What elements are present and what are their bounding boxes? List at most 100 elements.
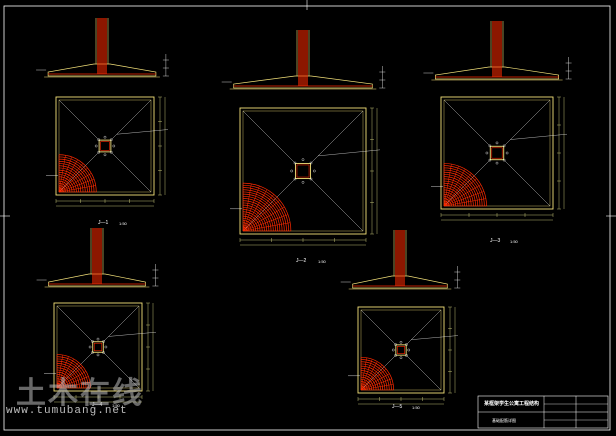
rebar-fan-arc [56, 380, 65, 389]
plan-slope-line [496, 99, 551, 154]
rebar-fan-arc [56, 376, 69, 389]
column-bar-dot [502, 144, 506, 148]
column-stirrup [491, 147, 503, 159]
rebar-fan-arc [360, 374, 377, 391]
column-bar-dot [102, 340, 105, 343]
column-stirrup [100, 141, 110, 151]
plan-slope-line [443, 99, 498, 154]
rebar-fan-arc [58, 178, 73, 193]
rebar-fan-arc [242, 189, 285, 232]
plan-slope-line [496, 152, 551, 207]
column-bar-dot [293, 177, 297, 181]
plan-slope-line [97, 305, 140, 348]
rebar-fan-arc [443, 189, 461, 207]
rebar-fan-ray [443, 165, 459, 207]
plan-slope-line [302, 110, 364, 172]
footing-section-outline [47, 63, 157, 77]
scale-label-j1: 1:50 [119, 221, 127, 226]
plan-slope-line [58, 99, 106, 147]
rebar-fan-arc [56, 369, 76, 389]
column-bar-dot [301, 158, 305, 161]
rebar-fan-arc [242, 215, 259, 232]
plan-slope-line [242, 170, 304, 232]
column-bar-dot [399, 356, 403, 360]
column-bar-dot [309, 161, 313, 165]
rebar-fan-ray [242, 194, 274, 232]
column-bar-dot [309, 177, 313, 181]
column-bar-dot [104, 345, 108, 349]
scale-label-j3: 1:50 [510, 239, 518, 244]
rebar-fan-arc [443, 193, 457, 207]
rebar-fan-arc [58, 165, 86, 193]
footing-detail-4 [36, 228, 159, 403]
plan-slope-line [56, 305, 99, 348]
rebar-fan-arc [58, 180, 71, 193]
column-bar-dot [96, 353, 100, 357]
footing-section-outline [435, 66, 559, 80]
column-bar-dot [407, 348, 411, 352]
column-bar-dot [394, 343, 397, 346]
rebar-fan-arc [443, 187, 463, 207]
rebar-fan-arc [58, 185, 66, 193]
plan-slope-line [400, 349, 442, 391]
column-bar-dot [109, 150, 113, 154]
rebar-fan-ray [58, 163, 84, 193]
rebar-fan-ray [242, 200, 280, 232]
rebar-fan-arc [58, 176, 75, 193]
column-bar-dot [109, 138, 113, 142]
rebar-fan-ray [443, 184, 481, 207]
rebar-fan-arc [443, 171, 479, 207]
footing-detail-5 [340, 230, 461, 405]
section-label-j3: J—3 [490, 238, 501, 244]
rebar-fan-ray [56, 358, 74, 389]
rebar-fan-arc [360, 363, 388, 391]
column-section [395, 344, 407, 356]
section-label-j1: J—1 [98, 220, 109, 226]
rebar-fan-arc [58, 172, 79, 193]
plan-outline-outer [239, 107, 367, 235]
rebar-fan-arc [443, 180, 470, 207]
rebar-fan-ray [242, 185, 260, 232]
rebar-fan-arc [360, 356, 395, 391]
column-section [98, 139, 112, 153]
column-bar-dot [91, 340, 94, 343]
rebar-fan-arc [360, 378, 373, 391]
rebar-fan-arc [360, 365, 386, 391]
column-bar-dot [399, 340, 403, 344]
rebar-fan-ray [443, 178, 477, 207]
column-bar-dot [96, 337, 100, 341]
column-bar-dot [405, 343, 408, 346]
rebar-fan-ray [443, 164, 452, 207]
rebar-fan-ray [58, 167, 88, 193]
column-stirrup [296, 164, 310, 178]
rebar-fan-ray [58, 155, 66, 193]
rebar-fan-arc [443, 198, 452, 207]
rebar-fan-arc [443, 185, 465, 207]
rebar-fan-ray [443, 191, 485, 207]
column-bar-dot [495, 141, 499, 145]
rebar-fan-arc [56, 360, 85, 389]
rebar-fan-ray [360, 373, 390, 391]
column-bar-dot [488, 144, 492, 148]
column-bar-dot [394, 354, 397, 357]
column-bar-dot [97, 150, 101, 154]
column-bar-dot [103, 153, 107, 157]
rebar-fan-ray [360, 368, 387, 391]
footing-section-outline [233, 75, 373, 89]
rebar-fan-arc [56, 382, 63, 389]
rebar-fan-arc [360, 367, 384, 391]
rebar-fan-arc [58, 158, 93, 193]
rebar-fan-ray [360, 359, 373, 391]
plan-slope-line [360, 309, 402, 351]
column-bar-dot [290, 169, 293, 173]
section-label-j2: J—2 [296, 258, 307, 264]
rebar-fan-arc [360, 383, 368, 391]
rebar-fan-ray [242, 183, 252, 232]
rebar-fan-arc [56, 354, 91, 389]
column-leader [318, 149, 381, 157]
column-bar-dot [502, 158, 506, 162]
column-section [92, 341, 104, 353]
rebar-fan-ray [58, 173, 92, 193]
rebar-fan-arc [56, 371, 74, 389]
